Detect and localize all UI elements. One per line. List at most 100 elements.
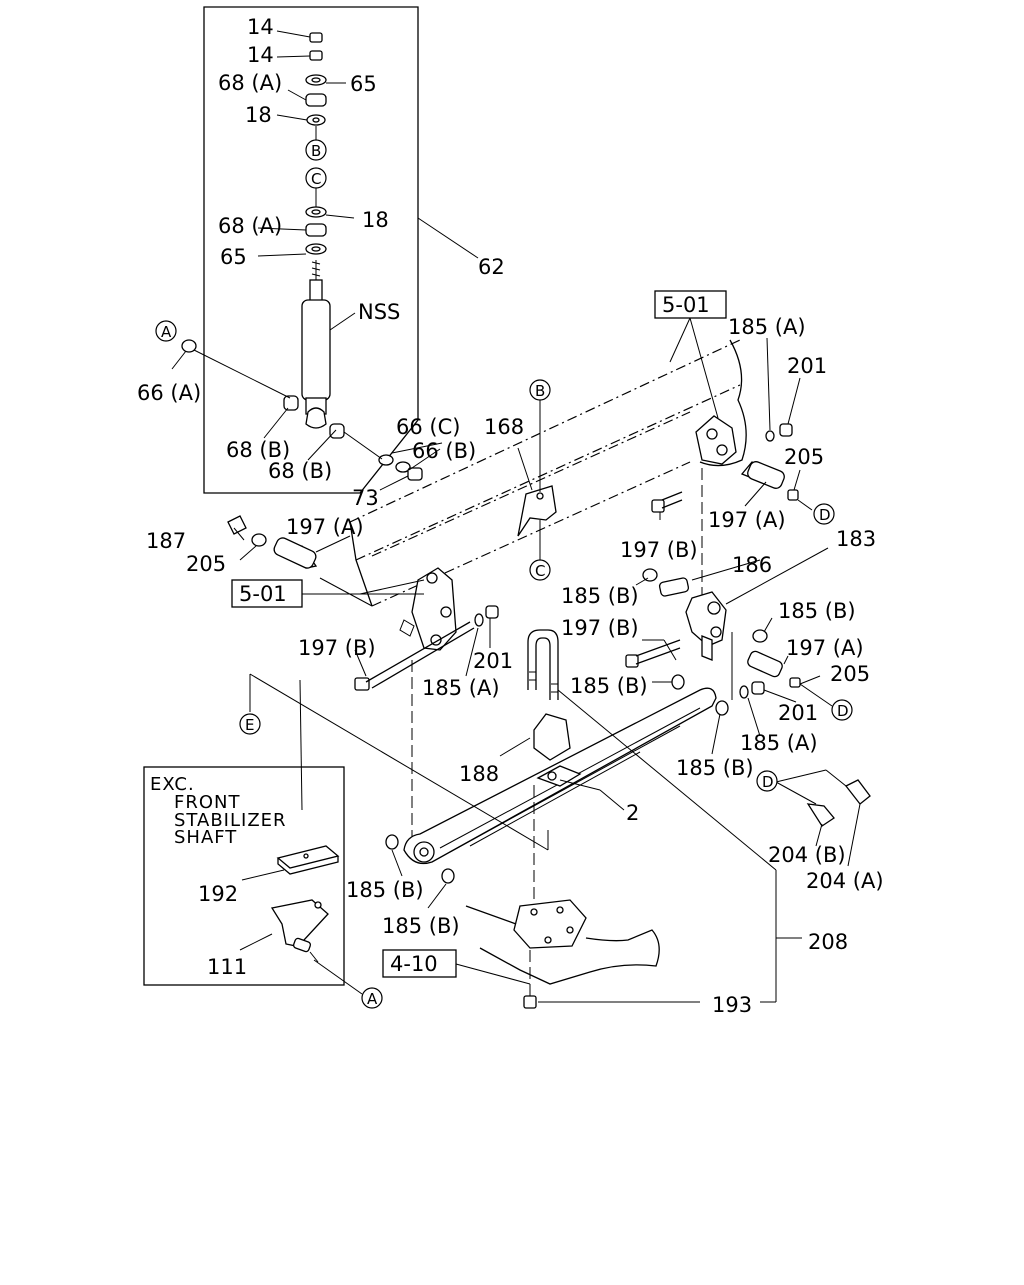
callout-B1: B — [305, 139, 327, 161]
label-65a: 65 — [350, 72, 377, 96]
label-nss: NSS — [358, 300, 400, 324]
part-labels: 14 14 68 (A) 65 18 68 (A) 18 65 62 NSS 6… — [137, 15, 884, 1017]
label-201a: 201 — [787, 354, 827, 378]
label-185b-2: 185 (B) — [778, 599, 856, 623]
svg-text:B: B — [311, 142, 321, 160]
label-208: 208 — [808, 930, 848, 954]
label-62: 62 — [478, 255, 505, 279]
label-185a-1: 185 (A) — [728, 315, 806, 339]
front-hanger-bracket — [399, 567, 457, 850]
ref-box-5-01-upper: 5-01 — [654, 290, 727, 319]
label-14a: 14 — [247, 15, 274, 39]
label-197a-3: 197 (A) — [286, 515, 364, 539]
label-68b-2: 68 (B) — [268, 459, 332, 483]
label-66c: 66 (C) — [396, 415, 460, 439]
leader-lines — [233, 317, 861, 1003]
label-188: 188 — [459, 762, 499, 786]
label-185b-6: 185 (B) — [382, 914, 460, 938]
label-201c: 201 — [473, 649, 513, 673]
svg-text:D: D — [762, 773, 774, 791]
ref-box-5-01-left: 5-01 — [231, 579, 303, 608]
label-73: 73 — [352, 486, 379, 510]
label-68b-1: 68 (B) — [226, 438, 290, 462]
frame-rail — [349, 339, 747, 607]
label-168: 168 — [484, 415, 524, 439]
label-183: 183 — [836, 527, 876, 551]
label-65b: 65 — [220, 245, 247, 269]
grease-fittings — [806, 779, 871, 827]
svg-text:D: D — [819, 506, 831, 524]
callout-C1: C — [305, 167, 327, 189]
svg-text:4-10: 4-10 — [390, 952, 438, 976]
label-204a: 204 (A) — [806, 869, 884, 893]
callout-D1: D — [813, 503, 835, 525]
label-185b-3: 185 (B) — [570, 674, 648, 698]
label-197b-1: 197 (B) — [620, 538, 698, 562]
label-185a-3: 185 (A) — [422, 676, 500, 700]
callout-B2: B — [529, 379, 551, 401]
shock-absorber-body — [301, 299, 331, 401]
label-68a-1: 68 (A) — [218, 71, 282, 95]
svg-text:A: A — [161, 323, 172, 341]
svg-text:5-01: 5-01 — [239, 582, 287, 606]
svg-text:SHAFT: SHAFT — [174, 827, 237, 848]
label-2: 2 — [626, 801, 639, 825]
label-204b: 204 (B) — [768, 843, 846, 867]
callout-E: E — [239, 713, 261, 735]
label-201b: 201 — [778, 701, 818, 725]
svg-text:E: E — [245, 716, 254, 734]
label-187: 187 — [146, 529, 186, 553]
label-185b-1: 185 (B) — [561, 584, 639, 608]
stabilizer-parts — [270, 845, 340, 963]
label-14b: 14 — [247, 43, 274, 67]
svg-text:EXC.: EXC. — [150, 774, 195, 795]
center-bracket — [517, 485, 557, 537]
right-pin-group — [642, 423, 799, 597]
rear-hanger-bracket — [695, 415, 737, 600]
label-197b-2: 197 (B) — [561, 616, 639, 640]
svg-text:C: C — [535, 562, 545, 580]
label-66b: 66 (B) — [412, 439, 476, 463]
label-68a-2: 68 (A) — [218, 214, 282, 238]
svg-text:5-01: 5-01 — [662, 293, 710, 317]
label-18b: 18 — [362, 208, 389, 232]
axle-beam — [465, 785, 660, 1009]
label-193: 193 — [712, 993, 752, 1017]
callout-D2: D — [831, 699, 853, 721]
label-185b-5: 185 (B) — [346, 878, 424, 902]
label-186: 186 — [732, 553, 772, 577]
u-bolt — [527, 629, 559, 700]
callout-A2: A — [361, 987, 383, 1009]
left-pin-group — [227, 515, 499, 691]
shock-leader-lines — [171, 30, 443, 491]
shock-hardware-stack — [283, 32, 423, 481]
label-185a-2: 185 (A) — [740, 731, 818, 755]
ref-box-4-10: 4-10 — [382, 949, 457, 978]
label-66a: 66 (A) — [137, 381, 201, 405]
leaf-spring — [385, 674, 729, 884]
label-205c: 205 — [186, 552, 226, 576]
svg-text:STABILIZER: STABILIZER — [174, 810, 287, 831]
svg-text:FRONT: FRONT — [174, 792, 241, 813]
stabilizer-exclusion-box — [143, 766, 345, 986]
svg-text:D: D — [837, 702, 849, 720]
callout-A1: A — [155, 320, 177, 342]
label-197a-1: 197 (A) — [708, 508, 786, 532]
exclusion-note: EXC. FRONT STABILIZER SHAFT — [150, 774, 287, 848]
spring-shackle — [625, 591, 801, 700]
label-18a: 18 — [245, 103, 272, 127]
callout-C2: C — [529, 559, 551, 581]
svg-text:B: B — [535, 382, 545, 400]
svg-text:C: C — [311, 170, 321, 188]
label-205b: 205 — [830, 662, 870, 686]
bump-stopper — [533, 713, 571, 761]
label-197b-3: 197 (B) — [298, 636, 376, 660]
label-197a-2: 197 (A) — [786, 636, 864, 660]
label-185b-4: 185 (B) — [676, 756, 754, 780]
label-192: 192 — [198, 882, 238, 906]
label-111: 111 — [207, 955, 247, 979]
callout-D3: D — [756, 770, 778, 792]
svg-text:A: A — [367, 990, 378, 1008]
label-205a: 205 — [784, 445, 824, 469]
